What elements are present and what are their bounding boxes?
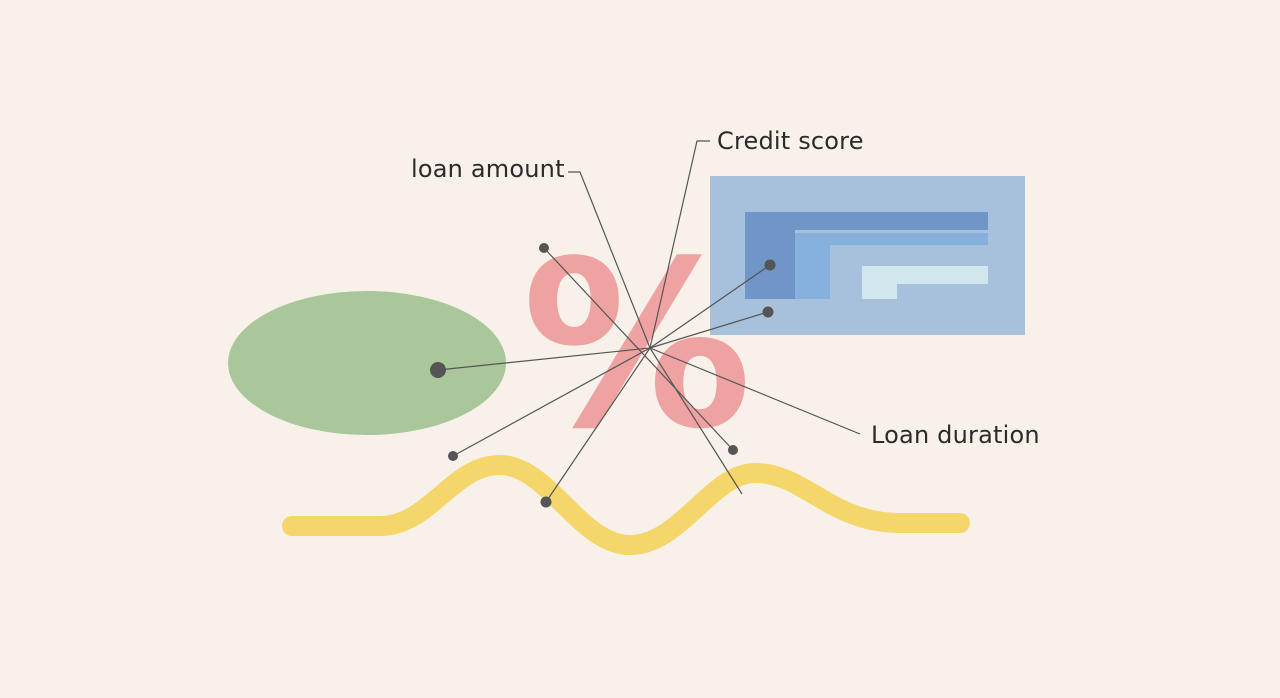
label-loan-duration: Loan duration [871, 421, 1040, 449]
dot-panel-upper [764, 259, 776, 271]
dot-bottom-right [728, 445, 738, 455]
blue-panel-bar-mid [795, 233, 988, 245]
dot-bottom-left [448, 451, 458, 461]
blue-panel-block-mid [795, 233, 830, 299]
blue-panel-bar-dark [745, 212, 988, 230]
green-ellipse [228, 291, 506, 435]
label-credit-score: Credit score [717, 127, 864, 155]
connector-credit-score [649, 140, 710, 349]
yellow-wave [282, 455, 970, 555]
blue-panel-block-light [862, 266, 897, 299]
connector-top-left-dot [543, 247, 734, 451]
connector-bottom-left-dot [452, 347, 651, 457]
connector-panel-dot-lower [649, 311, 769, 349]
connector-loan-amount [568, 171, 651, 349]
dot-wave [540, 496, 552, 508]
dot-top-left [539, 243, 549, 253]
percent-symbol: % [522, 213, 752, 480]
dot-panel-lower [762, 306, 774, 318]
blue-panel-block-dark [745, 212, 795, 299]
connector-loan-duration [649, 347, 861, 435]
connector-dots [430, 243, 776, 508]
connector-lines [437, 140, 861, 503]
connector-wave-dot [545, 347, 651, 503]
blue-panel [710, 176, 1025, 335]
label-loan-amount: loan amount [411, 155, 565, 183]
dot-ellipse [430, 362, 446, 378]
connector-ellipse [437, 347, 651, 371]
connector-panel-dot-upper [649, 264, 771, 349]
connector-bottom-right-tail [649, 347, 743, 495]
